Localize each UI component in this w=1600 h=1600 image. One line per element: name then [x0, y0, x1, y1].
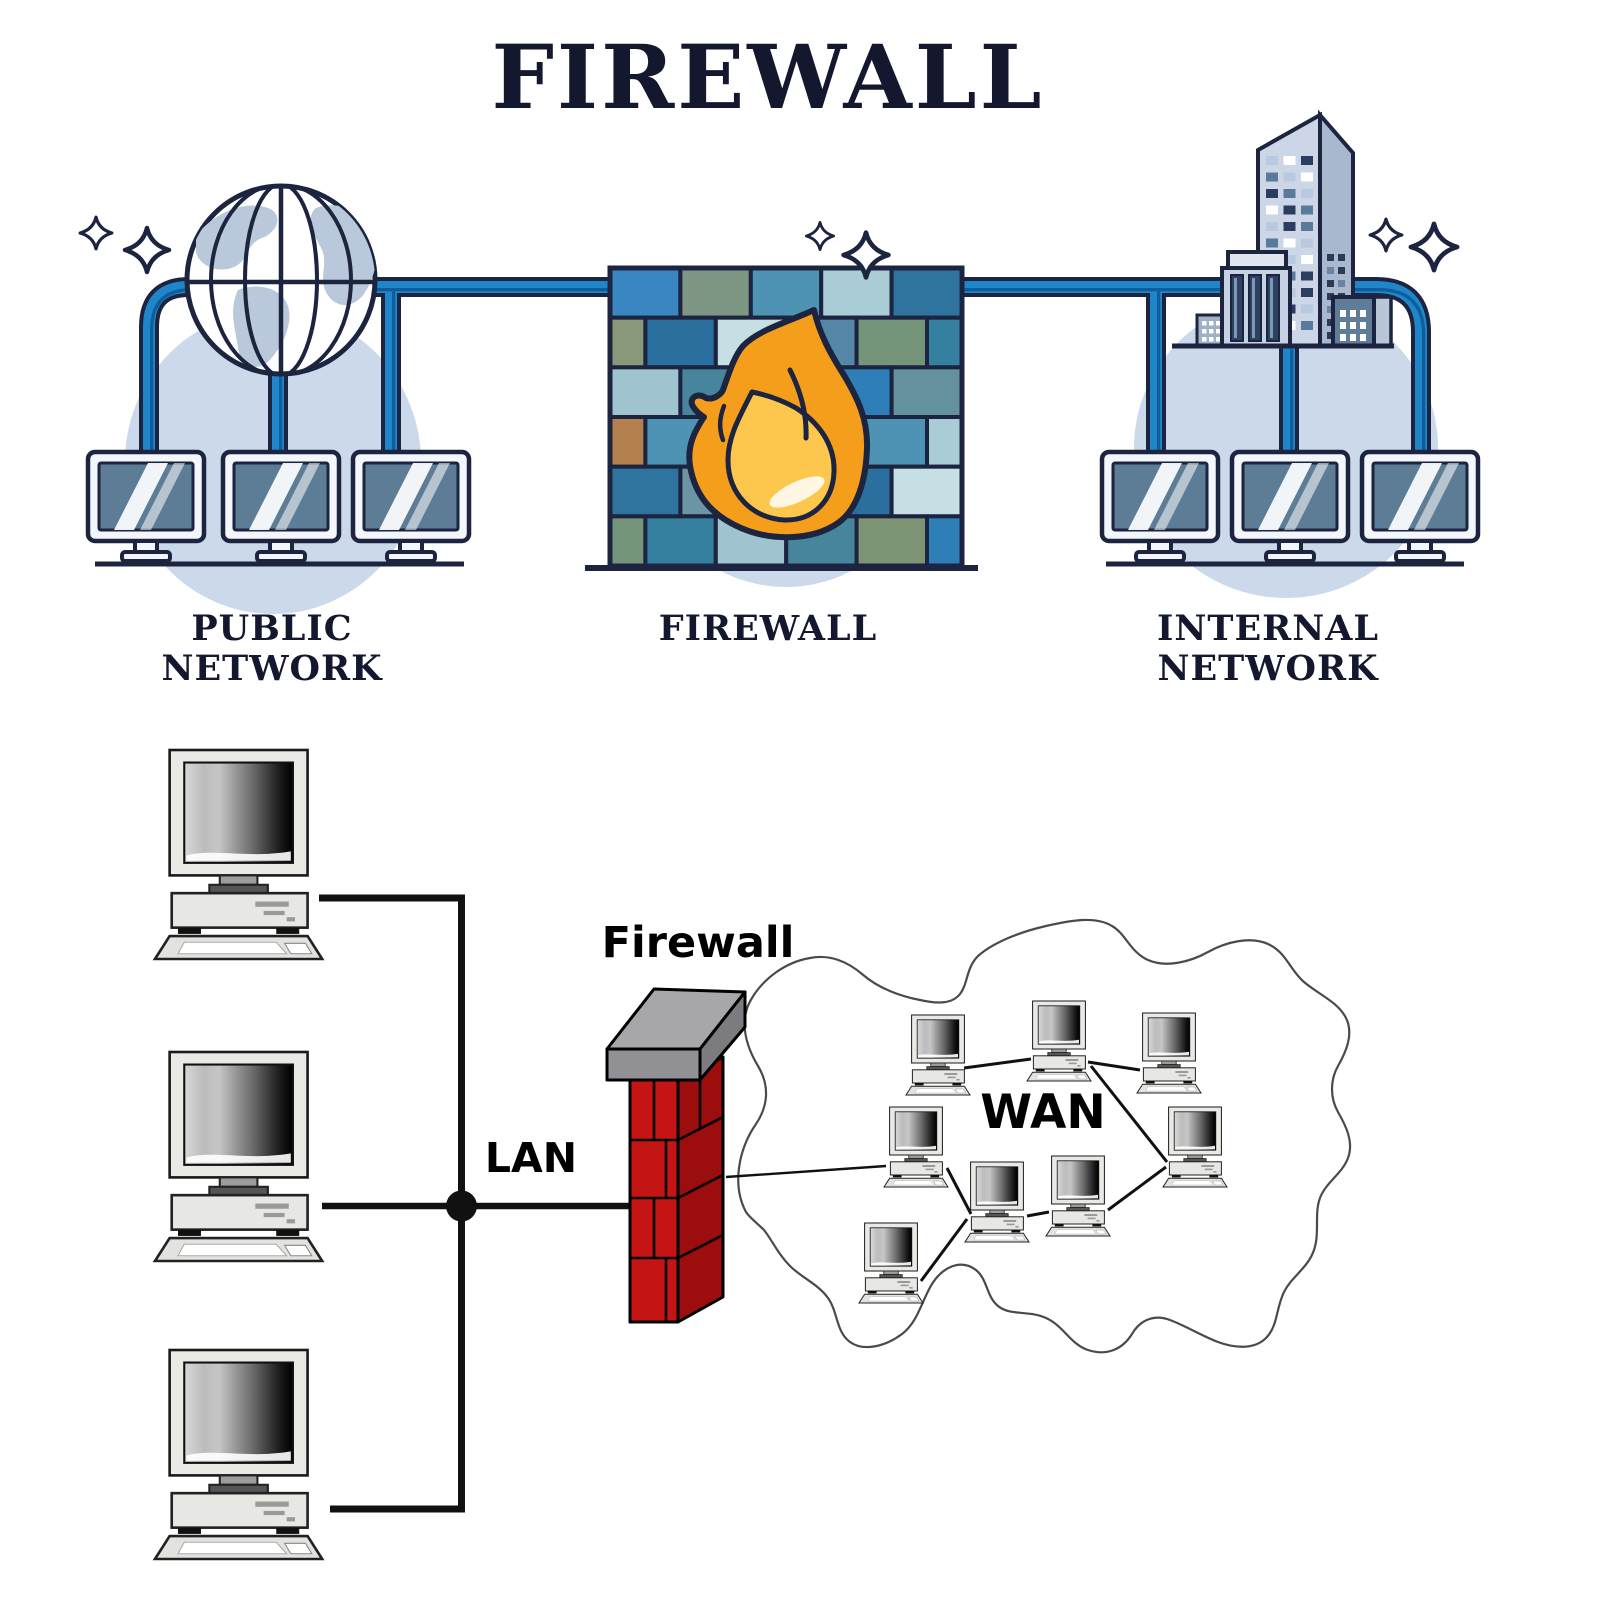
desktop-computer-icon — [883, 1106, 949, 1188]
office-buildings-icon — [1172, 109, 1394, 349]
network-cables — [139, 277, 1431, 468]
public-network-label-line2: NETWORK — [161, 648, 383, 689]
wan-label: WAN — [980, 1085, 1105, 1140]
lan-junction-dot — [446, 1190, 477, 1222]
desktop-computer-icon — [964, 1161, 1030, 1243]
public-network-label-line1: PUBLIC — [191, 608, 352, 649]
lan-label: LAN — [485, 1134, 577, 1182]
lan-computers — [153, 748, 324, 1561]
firewall-section-label: FIREWALL — [659, 608, 877, 649]
top-diagram: FIREWALL PUBLIC NETWORK FIREWALL INTERNA… — [78, 25, 1478, 689]
internal-computers — [1102, 452, 1478, 561]
internal-network-label-line1: INTERNAL — [1157, 608, 1379, 649]
internal-network-label-line2: NETWORK — [1157, 648, 1379, 689]
desktop-computer-icon — [153, 1348, 324, 1561]
public-computers — [88, 452, 469, 561]
desktop-computer-icon — [1136, 1012, 1202, 1094]
firewall-wall-icon — [585, 265, 978, 571]
bottom-firewall-label: Firewall — [602, 918, 795, 968]
desktop-computer-icon — [905, 1014, 971, 1096]
desktop-computer-icon — [1026, 1000, 1092, 1082]
desktop-computer-icon — [153, 748, 324, 961]
page-title: FIREWALL — [491, 25, 1044, 129]
wan-links — [725, 1057, 1169, 1282]
brick-firewall-icon — [605, 987, 747, 1324]
bottom-diagram: Firewall LAN WAN — [153, 748, 1352, 1561]
desktop-computer-icon — [1162, 1106, 1228, 1188]
globe-icon — [184, 183, 378, 377]
desktop-computer-icon — [153, 1050, 324, 1263]
desktop-computer-icon — [1045, 1155, 1111, 1237]
desktop-computer-icon — [858, 1222, 924, 1304]
flame-icon — [686, 307, 871, 541]
